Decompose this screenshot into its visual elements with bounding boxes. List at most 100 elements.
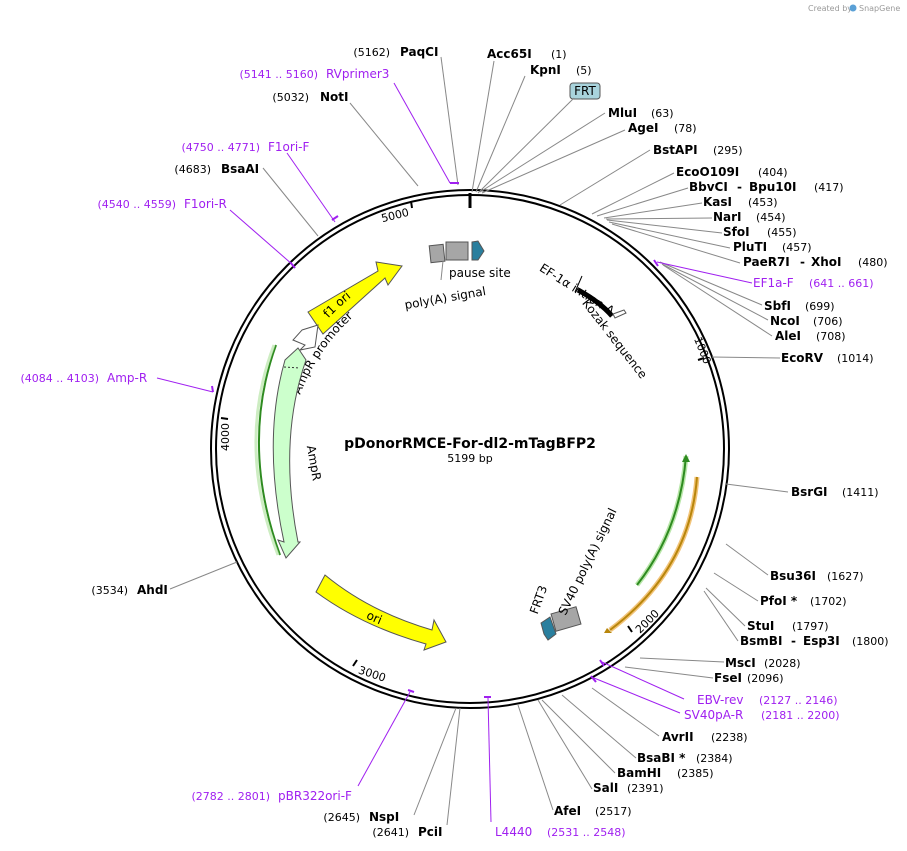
- enzyme-bbvci[interactable]: BbvCI-Bpu10I(417): [689, 180, 844, 194]
- sv40-polya-feature[interactable]: [550, 606, 582, 632]
- enzyme-msci[interactable]: MscI(2028): [725, 656, 801, 670]
- svg-text:(4683): (4683): [174, 163, 211, 176]
- svg-text:RVprimer3: RVprimer3: [326, 67, 389, 81]
- svg-text:AfeI: AfeI: [554, 804, 581, 818]
- enzyme-pluti[interactable]: PluTI(457): [733, 240, 812, 254]
- svg-text:(5162): (5162): [353, 46, 390, 59]
- enzyme-bsu36i[interactable]: Bsu36I(1627): [770, 569, 864, 583]
- enzyme-fsei[interactable]: FseI(2096): [714, 671, 784, 685]
- tick-4000: 4000: [219, 423, 232, 451]
- primer-f1ori-r[interactable]: (4540 .. 4559) F1ori-R: [97, 197, 226, 211]
- ampr-promoter-feature[interactable]: [292, 324, 319, 351]
- enzyme-kpni[interactable]: KpnI(5): [530, 63, 592, 77]
- enzyme-agei[interactable]: AgeI(78): [628, 121, 697, 135]
- svg-text:PluTI: PluTI: [733, 240, 767, 254]
- primer-amp-r[interactable]: (4084 .. 4103)Amp-R: [20, 371, 147, 385]
- primer-ef1a-f[interactable]: EF1a-F (641 .. 661): [753, 276, 874, 290]
- plasmid-backbone: [210, 189, 730, 709]
- svg-text:BsaBI *: BsaBI *: [637, 751, 686, 765]
- svg-text:SfoI: SfoI: [723, 225, 750, 239]
- svg-text:(2641): (2641): [372, 826, 409, 839]
- enzyme-noti[interactable]: (5032)NotI: [272, 90, 348, 104]
- svg-text:(1797): (1797): [792, 620, 829, 633]
- snapgene-credit: Created by SnapGene: [808, 4, 900, 13]
- primer-rvprimer3[interactable]: (5141 .. 5160)RVprimer3: [239, 67, 389, 81]
- svg-text:BsrGI: BsrGI: [791, 485, 828, 499]
- ampr-label: AmpR: [304, 444, 324, 482]
- enzyme-pfoi[interactable]: PfoI *(1702): [760, 594, 847, 608]
- enzyme-ncoi[interactable]: NcoI(706): [770, 314, 843, 328]
- tick-1000: 1000: [691, 335, 714, 366]
- ampr-feature[interactable]: [272, 347, 307, 559]
- svg-text:AvrII: AvrII: [662, 730, 694, 744]
- primer-sv40pa-r[interactable]: SV40pA-R(2181 .. 2200): [684, 708, 840, 722]
- leader-lines: [169, 56, 789, 826]
- enzyme-avrii[interactable]: AvrII(2238): [662, 730, 748, 744]
- svg-text:(63): (63): [651, 107, 674, 120]
- svg-text:(4540 .. 4559): (4540 .. 4559): [97, 198, 176, 211]
- enzyme-bsmbi[interactable]: BsmBI-Esp3I(1800): [740, 634, 889, 648]
- svg-text:EF1a-F: EF1a-F: [753, 276, 794, 290]
- enzyme-bsabi[interactable]: BsaBI *(2384): [637, 751, 733, 765]
- svg-text:BsmBI: BsmBI: [740, 634, 782, 648]
- kozak-feature[interactable]: [612, 309, 627, 319]
- enzyme-alei[interactable]: AleI(708): [775, 329, 846, 343]
- svg-text:(453): (453): [748, 196, 778, 209]
- svg-text:PfoI *: PfoI *: [760, 594, 798, 608]
- polya-signal-feature[interactable]: [428, 243, 446, 264]
- svg-text:(2385): (2385): [677, 767, 714, 780]
- svg-text:(708): (708): [816, 330, 846, 343]
- svg-text:(3534): (3534): [91, 584, 128, 597]
- enzyme-bstapi[interactable]: BstAPI(295): [653, 143, 743, 157]
- svg-text:Esp3I: Esp3I: [803, 634, 840, 648]
- svg-text:(454): (454): [756, 211, 786, 224]
- svg-text:MscI: MscI: [725, 656, 756, 670]
- svg-text:(2181 .. 2200): (2181 .. 2200): [761, 709, 840, 722]
- svg-text:(706): (706): [813, 315, 843, 328]
- svg-text:(641 .. 661): (641 .. 661): [809, 277, 874, 290]
- enzyme-bamhi[interactable]: BamHI(2385): [617, 766, 714, 780]
- ori-label: ori: [364, 608, 384, 627]
- enzyme-bsrgi[interactable]: BsrGI(1411): [791, 485, 879, 499]
- svg-text:(455): (455): [767, 226, 797, 239]
- frt-box[interactable]: FRT: [569, 82, 601, 100]
- svg-text:F1ori-R: F1ori-R: [184, 197, 227, 211]
- frt3-label: FRT3: [527, 583, 550, 615]
- ef1a-intron-feature[interactable]: [576, 287, 614, 318]
- enzyme-bsaai[interactable]: (4683)BsaAI: [174, 162, 259, 176]
- primer-labels: (5141 .. 5160)RVprimer3 (4750 .. 4771)F1…: [20, 67, 873, 839]
- enzyme-sfoi[interactable]: SfoI (455): [723, 225, 797, 239]
- enzyme-afei[interactable]: AfeI(2517): [554, 804, 632, 818]
- enzyme-nspi[interactable]: (2645)NspI: [323, 810, 399, 824]
- svg-text:(4750 .. 4771): (4750 .. 4771): [181, 141, 260, 154]
- primer-pbr322ori-f[interactable]: (2782 .. 2801)pBR322ori-F: [191, 789, 352, 803]
- pause-site-feature[interactable]: [471, 240, 485, 261]
- enzyme-mlui[interactable]: MluI(63): [608, 106, 674, 120]
- svg-text:SalI: SalI: [593, 781, 618, 795]
- svg-text:(2391): (2391): [627, 782, 664, 795]
- enzyme-sbfi[interactable]: SbfI(699): [764, 299, 835, 313]
- svg-text:(404): (404): [758, 166, 788, 179]
- frt3-feature[interactable]: [540, 616, 557, 641]
- enzyme-sali[interactable]: SalI (2391): [593, 781, 664, 795]
- primer-l4440[interactable]: L4440(2531 .. 2548): [495, 825, 626, 839]
- enzyme-nari[interactable]: NarI(454): [713, 210, 786, 224]
- enzyme-stui[interactable]: StuI(1797): [747, 619, 829, 633]
- ori-feature[interactable]: [315, 574, 447, 651]
- enzyme-paqci[interactable]: (5162)PaqCI: [353, 45, 438, 59]
- enzyme-paer7i[interactable]: PaeR7I-XhoI(480): [743, 255, 888, 269]
- f1-ori-feature[interactable]: [307, 261, 403, 335]
- enzyme-acc65i[interactable]: Acc65I(1): [487, 47, 567, 61]
- svg-text:AhdI: AhdI: [137, 583, 168, 597]
- pause-site-gray[interactable]: [445, 241, 469, 261]
- svg-text:pBR322ori-F: pBR322ori-F: [278, 789, 352, 803]
- enzyme-ahdi[interactable]: (3534) AhdI: [91, 583, 167, 597]
- enzyme-ecorv[interactable]: EcoRV(1014): [781, 351, 874, 365]
- enzyme-kasi[interactable]: KasI(453): [703, 195, 778, 209]
- svg-text:NspI: NspI: [369, 810, 399, 824]
- enzyme-ecoo109i[interactable]: EcoO109I(404): [676, 165, 788, 179]
- primer-ebv-rev[interactable]: EBV-rev(2127 .. 2146): [697, 693, 838, 707]
- enzyme-pcii[interactable]: (2641)PciI: [372, 825, 442, 839]
- primer-f1ori-f[interactable]: (4750 .. 4771)F1ori-F: [181, 140, 309, 154]
- svg-text:PaeR7I: PaeR7I: [743, 255, 790, 269]
